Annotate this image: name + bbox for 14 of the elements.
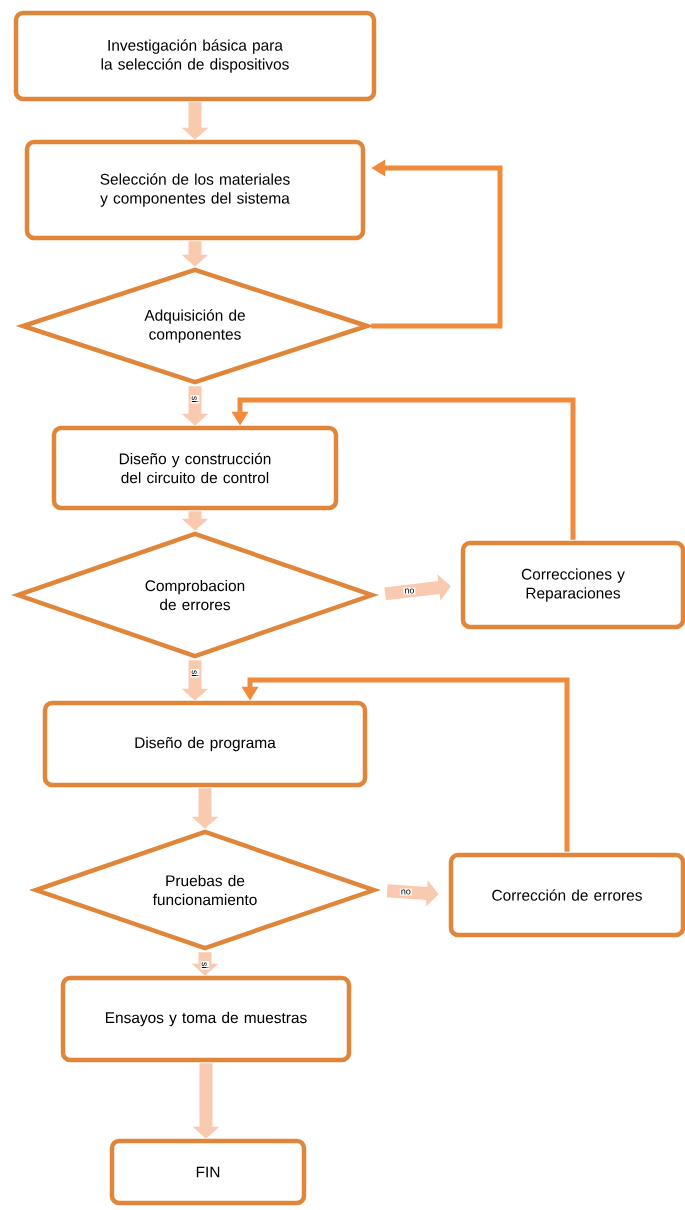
process-box: Investigación básica para la selección de dispositivos <box>13 10 377 102</box>
arrow <box>384 574 451 601</box>
process-box: Ensayos y toma de muestras <box>60 975 352 1063</box>
process-box: Selección de los materiales y componentes del sistema <box>24 139 366 241</box>
process-box: FIN <box>109 1138 307 1206</box>
process-box: Diseño de programa <box>42 700 368 788</box>
edge-label: no <box>399 888 412 896</box>
edge-label: si <box>200 961 210 970</box>
edge-label: no <box>403 587 416 595</box>
edge-label: si <box>190 395 200 404</box>
process-box: Correcciones y Reparaciones <box>460 540 685 630</box>
process-box: Corrección de errores <box>448 852 685 938</box>
process-box: Diseño y construcción del circuito de control <box>51 425 339 511</box>
edge-label: si <box>190 669 200 678</box>
